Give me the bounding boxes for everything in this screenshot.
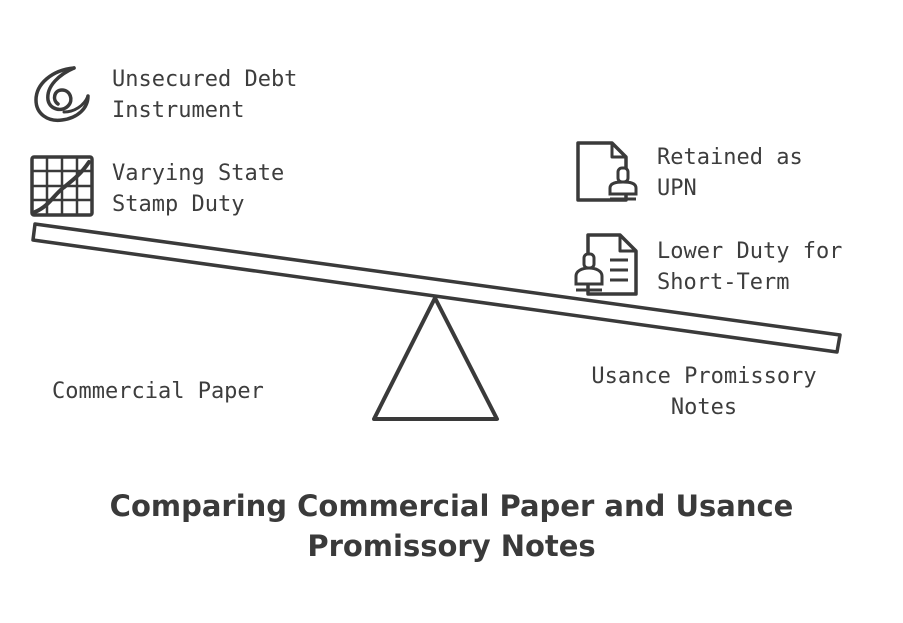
feature-stamp-duty-label: Varying State Stamp Duty (112, 161, 285, 217)
document-stamp-icon (574, 140, 640, 206)
seesaw-fulcrum (372, 296, 499, 421)
seesaw-plank (31, 222, 842, 354)
feature-unsecured-debt-label: Unsecured Debt Instrument (112, 67, 298, 123)
usance-promissory-notes-label: Usance Promissory Notes (591, 364, 817, 420)
spiral-icon (30, 62, 94, 126)
feature-retained-upn-label: Retained as UPN (657, 145, 803, 201)
grid-chart-icon (29, 154, 95, 218)
feature-lower-duty-label: Lower Duty for Short-Term (657, 239, 843, 295)
commercial-paper-label: Commercial Paper (52, 379, 264, 404)
document-list-stamp-icon (574, 232, 640, 298)
page-title: Comparing Commercial Paper and Usance Pr… (109, 489, 794, 563)
